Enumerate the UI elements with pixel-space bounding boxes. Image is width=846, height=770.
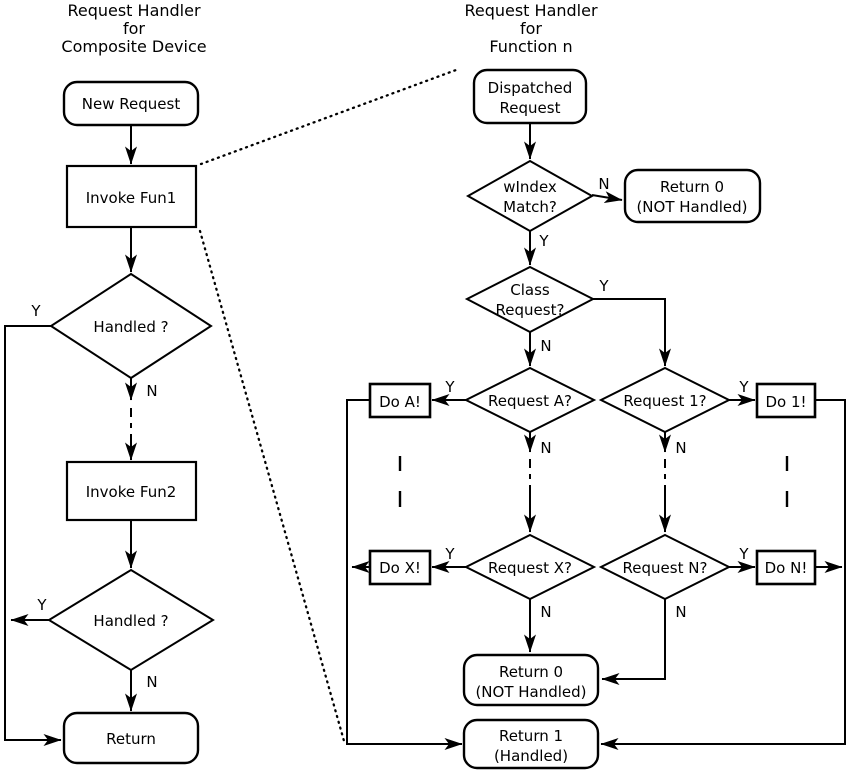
windex-match-decision — [465, 159, 595, 233]
new-request-node — [62, 80, 200, 127]
handled2-decision — [47, 568, 215, 672]
dispatched-request-label-line2: Request — [500, 99, 561, 117]
request-n-label: Request N? — [623, 559, 708, 577]
edge-do1-loop-to-return1 — [600, 399, 846, 750]
zoom-connector-bottom — [198, 229, 346, 743]
zoom-connector-top — [199, 68, 458, 166]
do-a-label: Do A! — [379, 393, 421, 411]
right-chart-title-line2: for — [520, 19, 542, 38]
invoke-fun2-node — [65, 460, 198, 522]
request-x-label: Request X? — [488, 559, 572, 577]
right-chart-title-line1: Request Handler — [464, 1, 598, 20]
handled2-no-label: N — [146, 673, 157, 691]
left-chart-title-line3: Composite Device — [61, 37, 206, 56]
invoke-fun1-label: Invoke Fun1 — [86, 189, 177, 207]
class-request-decision — [464, 265, 596, 334]
request-x-yes-label: Y — [444, 545, 455, 563]
windex-no-label: N — [598, 175, 609, 193]
class-yes-label: Y — [598, 277, 609, 295]
do-n-label: Do N! — [765, 559, 808, 577]
return0-bottom-label-line1: Return 0 — [499, 663, 563, 681]
return0-bottom-label-line2: (NOT Handled) — [475, 683, 586, 701]
request-a-no-label: N — [540, 439, 551, 457]
return1-label-line2: (Handled) — [494, 747, 568, 765]
request-n-yes-label: Y — [738, 545, 749, 563]
return0-top-label-line2: (NOT Handled) — [636, 198, 747, 216]
new-request-label: New Request — [82, 95, 181, 113]
do-x-node — [368, 549, 432, 586]
invoke-fun2-label: Invoke Fun2 — [86, 483, 177, 501]
dispatched-request-label-line1: Dispatched — [488, 79, 573, 97]
request-1-decision — [598, 366, 732, 434]
windex-match-label-line1: wIndex — [503, 178, 557, 196]
request-n-no-label: N — [675, 603, 686, 621]
handled2-yes-label: Y — [36, 596, 47, 614]
do-x-label: Do X! — [379, 559, 421, 577]
edge-windex-no-to-return0top — [591, 191, 623, 204]
handled1-decision — [49, 272, 213, 380]
request-1-yes-label: Y — [738, 378, 749, 396]
invoke-fun1-node — [65, 164, 198, 229]
handled1-label: Handled ? — [93, 318, 168, 336]
request-1-no-label: N — [675, 439, 686, 457]
return0-top-label-line1: Return 0 — [660, 178, 724, 196]
handled2-label: Handled ? — [93, 612, 168, 630]
request-x-no-label: N — [540, 603, 551, 621]
handled1-yes-label: Y — [30, 302, 41, 320]
edge-doa-loop-to-return1 — [346, 399, 463, 750]
return0-bottom-node — [462, 653, 600, 707]
edge-handled1-yes-to-return — [4, 325, 62, 746]
return0-top-node — [623, 168, 762, 224]
request-a-decision — [463, 366, 597, 434]
windex-yes-label: Y — [538, 232, 549, 250]
left-chart-title-line2: for — [123, 19, 145, 38]
right-chart: Request Handler for Function n Dispatche… — [346, 1, 846, 770]
return-node — [62, 711, 200, 765]
do-n-node — [755, 549, 817, 586]
edge-class-yes-to-request1 — [593, 298, 671, 367]
windex-match-label-line2: Match? — [503, 198, 557, 216]
handled1-no-label: N — [146, 382, 157, 400]
class-request-label-line1: Class — [510, 281, 550, 299]
edge-requestn-no-to-return0 — [601, 599, 666, 685]
return1-node — [462, 718, 600, 770]
do-a-node — [368, 382, 432, 419]
return-label: Return — [106, 730, 156, 748]
return1-label-line1: Return 1 — [499, 727, 563, 745]
request-1-label: Request 1? — [623, 392, 706, 410]
left-chart: Request Handler for Composite Device New… — [4, 1, 215, 765]
request-x-decision — [463, 533, 597, 601]
class-no-label: N — [540, 337, 551, 355]
class-request-label-line2: Request? — [496, 301, 565, 319]
do-1-node — [755, 382, 817, 419]
left-chart-title-line1: Request Handler — [67, 1, 201, 20]
dispatched-request-node — [472, 68, 588, 125]
right-chart-title-line3: Function n — [489, 37, 572, 56]
request-n-decision — [598, 533, 732, 601]
request-a-yes-label: Y — [444, 378, 455, 396]
do-1-label: Do 1! — [765, 393, 806, 411]
request-a-label: Request A? — [488, 392, 572, 410]
